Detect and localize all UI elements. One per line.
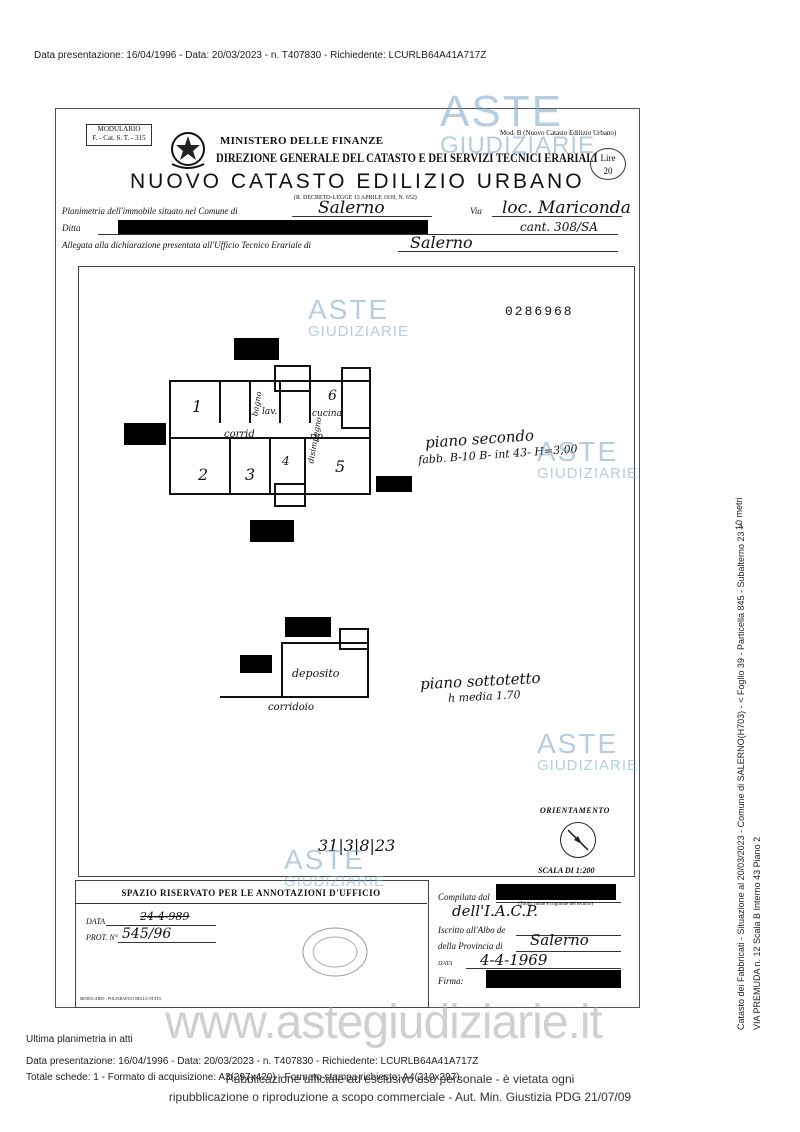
svg-text:6: 6 [328,388,337,404]
decreto-note: (R. DECRETO-LEGGE 13 APRILE 1939, N. 652… [294,195,417,201]
publication-notice-2: ripubblicazione o riproduzione a scopo c… [168,1090,632,1104]
document-title: NUOVO CATASTO EDILIZIO URBANO [130,170,585,193]
side-metri: 10 metri [734,497,744,530]
iscritto-label: Iscritto all'Albo de [438,925,506,935]
svg-text:bagno: bagno [250,391,263,417]
wm-giudiziarie: GIUDIZIARIE [440,132,596,159]
side-text-1: Catasto dei Fabbricati - Situazione al 2… [736,523,746,1030]
via-label: Via [470,206,482,216]
aste-watermark: ASTE GIUDIZIARIE [537,728,639,774]
svg-text:cucina: cucina [312,409,342,419]
compilata-data-label: DATA [438,961,453,967]
stamp-date: 31|3|8|23 [318,836,396,855]
floor-plan-attic: deposito corridoio [220,617,369,713]
attic-corridor-label: corridoio [268,702,314,713]
titolo-note: (Titolo, nome e cognome del tecnico) [518,902,594,907]
planimetria-label: Planimetria dell'immobile situato nel Co… [62,206,238,216]
orientamento-label: ORIENTAMENTO [540,806,610,815]
aste-watermark: ASTE GIUDIZIARIE [440,90,595,158]
scala-label: SCALA DI 1:200 [538,866,595,875]
comune-value: Salerno [318,198,385,218]
compilata-data-underline [466,968,621,969]
wm-aste: ASTE [440,87,563,136]
svg-text:3: 3 [245,465,255,484]
lire-stamp: Lire 20 [590,148,626,180]
wm-aste: ASTE [537,728,619,759]
site-watermark: www.astegiudiziarie.it [165,996,603,1049]
wm-giudiziarie: GIUDIZIARIE [308,323,410,340]
svg-text:5: 5 [335,457,345,476]
direzione-title: DIREZIONE GENERALE DEL CATASTO E DEI SER… [216,150,598,165]
ufficio-value: Salerno [410,233,473,252]
comune-underline [292,216,432,217]
aste-watermark: ASTE GIUDIZIARIE [284,844,386,890]
mod-b-label: Mod. B (Nuovo Catasto Edilizio Urbano) [500,129,617,137]
dell-value: dell'I.A.C.P. [452,902,539,920]
compilata-underline [496,902,621,903]
aste-watermark: ASTE GIUDIZIARIE [537,436,639,482]
ultima-planimetria: Ultima planimetria in atti [26,1034,133,1045]
compass-icon [560,822,596,858]
cant-value: cant. 308/SA [520,220,598,234]
annotations-box [75,880,429,1008]
header-line: Data presentazione: 16/04/1996 - Data: 2… [34,50,487,61]
compilata-label: Compilata dal [438,892,490,902]
wm-giudiziarie: GIUDIZIARIE [284,873,386,890]
firma-redaction [486,970,621,988]
annotations-title: SPAZIO RISERVATO PER LE ANNOTAZIONI D'UF… [121,888,381,898]
compilata-redaction [496,884,616,900]
provincia-label: della Provincia di [438,941,503,951]
ditta-redaction [118,220,428,234]
modulario-text: MODULARIO F. - Cat. S. T. - 315 [92,125,146,142]
iscritto-underline [516,935,621,936]
lire-text: Lire 20 [600,153,616,176]
aste-watermark: ASTE GIUDIZIARIE [308,294,410,340]
compass-needle-icon [567,829,589,851]
attic-room-label: deposito [292,667,340,680]
wm-aste: ASTE [537,436,619,467]
plan-code: 0286968 [505,304,574,319]
via-value: loc. Mariconda [502,198,631,218]
wm-aste: ASTE [308,294,390,325]
annot-data-underline [106,925,216,926]
modulario-box: MODULARIO F. - Cat. S. T. - 315 [86,124,152,146]
footer-line-1: Data presentazione: 16/04/1996 - Data: 2… [26,1056,479,1067]
svg-text:rip.: rip. [310,432,326,442]
footer-line-2: Totale schede: 1 - Formato di acquisizio… [26,1072,460,1083]
provincia-underline [516,951,621,952]
svg-text:1: 1 [192,397,202,416]
office-stamp-icon [302,927,368,977]
publication-notice-1: Pubblicazione ufficiale ad esclusivo uso… [225,1072,575,1086]
compilata-data-value: 4-4-1969 [480,951,548,969]
floor-plan-second: 1 2 3 4 5 6 bagno lav. cucina corrid dis… [124,338,412,542]
svg-text:4: 4 [281,454,290,468]
plan-frame [78,266,635,877]
wm-giudiziarie: GIUDIZIARIE [537,465,639,482]
side-text-2: VIA PREMUDA n. 12 Scala B Interno 43 Pia… [752,836,762,1030]
svg-text:2: 2 [197,465,208,484]
annot-prot-label: PROT. N° [86,933,118,942]
annot-prot-underline [118,942,216,943]
ditta-underline [98,234,618,235]
svg-text:corrid: corrid [224,429,255,440]
annot-data-value: 24-4-989 [140,910,190,923]
annot-prot-value: 545/96 [122,926,172,942]
provincia-value: Salerno [530,931,589,949]
annot-small-footer: MODULARIO - POLIGRAFICO DELLO STATO [80,996,162,1001]
firma-label: Firma: [438,976,464,986]
svg-text:lav.: lav. [262,407,277,417]
wm-giudiziarie: GIUDIZIARIE [537,757,639,774]
italian-emblem-icon [171,132,205,169]
ditta-label: Ditta [62,223,81,233]
allegata-label: Allegata alla dichiarazione presentata a… [62,240,311,250]
ministero-title: MINISTERO DELLE FINANZE [220,135,384,147]
annotations-divider [75,903,427,904]
via-underline [492,216,622,217]
wm-aste: ASTE [284,844,366,875]
ufficio-underline [398,251,618,252]
annot-data-label: DATA [86,917,106,926]
